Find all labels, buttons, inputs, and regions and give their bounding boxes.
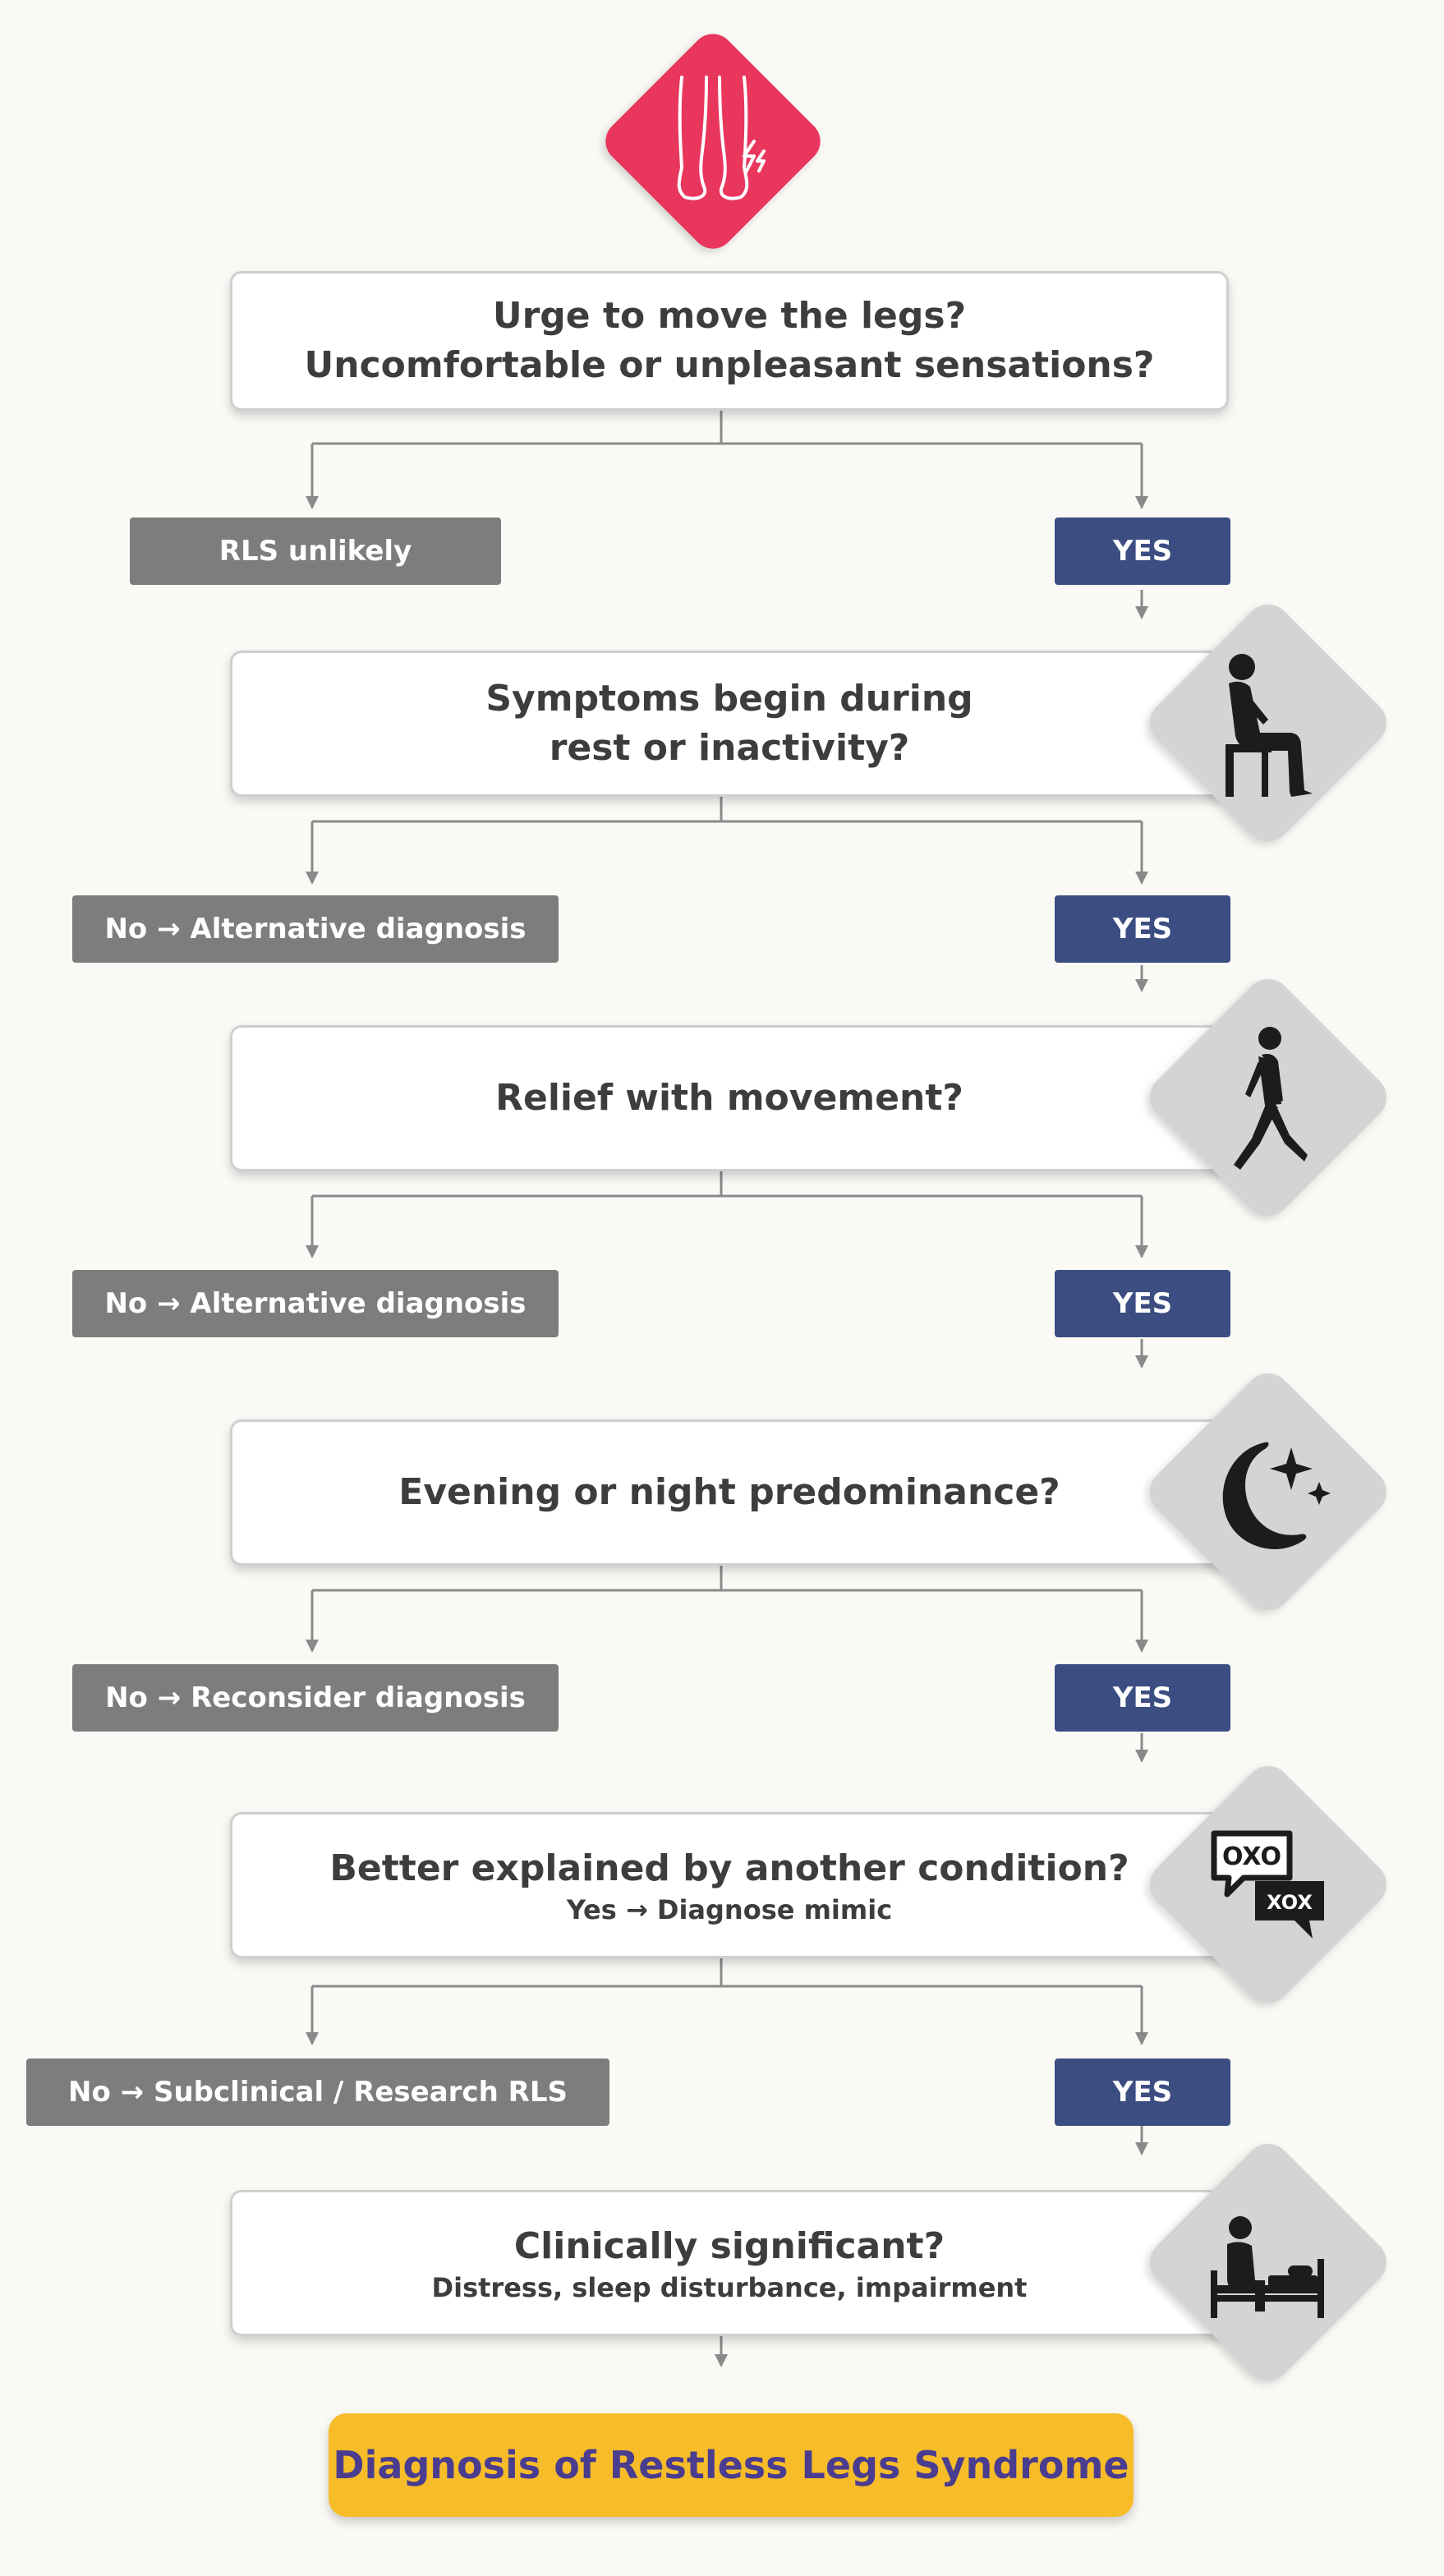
question-box-evening: Evening or night predominance? xyxy=(230,1419,1229,1566)
legs-pain-icon xyxy=(677,76,766,200)
person-on-bed-icon xyxy=(1211,2216,1324,2318)
question-text: Urge to move the legs? Uncomfortable or … xyxy=(304,295,1155,386)
svg-text:OXO: OXO xyxy=(1222,1842,1281,1871)
svg-text:XOX: XOX xyxy=(1267,1891,1313,1914)
speech-bubbles-icon: OXO XOX xyxy=(1211,1830,1324,1939)
no-label-rls-unlikely: RLS unlikely xyxy=(130,518,501,585)
yes-label: YES xyxy=(1055,518,1230,585)
sitting-person-icon xyxy=(1226,654,1313,797)
question-text: Better explained by another condition? xyxy=(329,1847,1129,1889)
question-text: Clinically significant? xyxy=(513,2225,945,2267)
no-label-subclinical: No → Subclinical / Research RLS xyxy=(26,2058,609,2126)
yes-label: YES xyxy=(1055,895,1230,963)
question-box-urge: Urge to move the legs? Uncomfortable or … xyxy=(230,271,1229,411)
yes-label: YES xyxy=(1055,2058,1230,2126)
question-box-rest: Symptoms begin during rest or inactivity… xyxy=(230,651,1229,797)
no-label-reconsider: No → Reconsider diagnosis xyxy=(72,1664,559,1732)
question-text: Symptoms begin during rest or inactivity… xyxy=(485,678,973,769)
final-diagnosis-box: Diagnosis of Restless Legs Syndrome xyxy=(329,2413,1134,2517)
question-text: Relief with movement? xyxy=(495,1077,963,1119)
moon-stars-icon xyxy=(1222,1442,1331,1549)
question-box-relief: Relief with movement? xyxy=(230,1025,1229,1171)
yes-label: YES xyxy=(1055,1270,1230,1337)
question-box-clinically-significant: Clinically significant? Distress, sleep … xyxy=(230,2190,1229,2336)
question-subtext: Distress, sleep disturbance, impairment xyxy=(431,2272,1028,2303)
walking-person-icon xyxy=(1234,1027,1308,1170)
question-subtext: Yes → Diagnose mimic xyxy=(566,1894,893,1925)
no-label-alternative: No → Alternative diagnosis xyxy=(72,1270,559,1337)
question-box-another-condition: Better explained by another condition? Y… xyxy=(230,1812,1229,1958)
no-label-alternative: No → Alternative diagnosis xyxy=(72,895,559,963)
yes-label: YES xyxy=(1055,1664,1230,1732)
question-text: Evening or night predominance? xyxy=(398,1471,1060,1513)
